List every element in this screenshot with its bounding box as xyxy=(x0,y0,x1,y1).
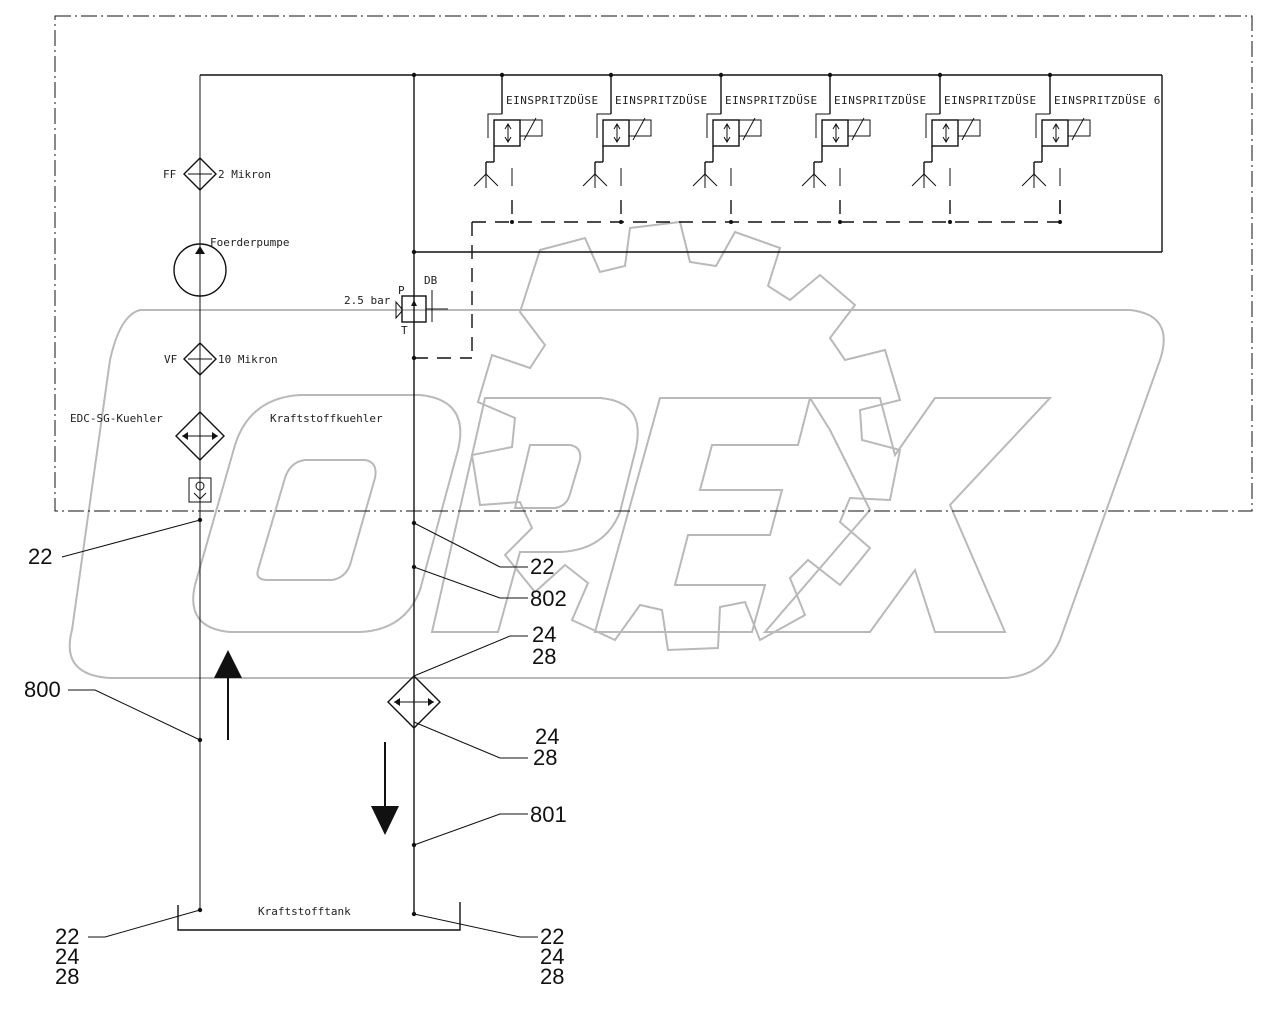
watermark-band xyxy=(68,309,1165,679)
injector-label-4: EINSPRITZDÜSE xyxy=(834,94,927,107)
injector-label-3: EINSPRITZDÜSE xyxy=(725,94,818,107)
callout-801: 801 xyxy=(530,802,567,827)
injector-5: EINSPRITZDÜSE xyxy=(911,72,1037,224)
pressure-label: 2.5 bar xyxy=(344,294,391,307)
callout-28-bottom: 28 xyxy=(533,745,557,770)
pressure-relief-valve xyxy=(395,290,448,323)
ff-rating-label: 2 Mikron xyxy=(218,168,271,181)
callout-tank-right-24: 24 xyxy=(540,944,564,969)
leader-lines xyxy=(61,519,538,938)
injector-2: EINSPRITZDÜSE xyxy=(582,72,708,224)
flow-arrow-up xyxy=(214,650,242,740)
tank-label: Kraftstofftank xyxy=(258,905,351,918)
watermark-letter-e xyxy=(593,397,812,633)
pump-label: Foerderpumpe xyxy=(210,236,289,249)
fine-filter-ff xyxy=(183,157,217,191)
callout-tank-right-22: 22 xyxy=(540,924,564,949)
callout-24-bottom: 24 xyxy=(535,724,559,749)
callout-tank-left-24: 24 xyxy=(55,944,79,969)
callout-800: 800 xyxy=(24,677,61,702)
fuel-cooler-label: Kraftstoffkuehler xyxy=(270,412,383,425)
callout-802: 802 xyxy=(530,586,567,611)
callout-28-top: 28 xyxy=(532,644,556,669)
watermark-letter-p xyxy=(430,397,639,633)
port-t-label: T xyxy=(401,324,408,337)
vf-rating-label: 10 Mikron xyxy=(218,353,278,366)
ecu-cooler-label: EDC-SG-Kuehler xyxy=(70,412,163,425)
ff-label: FF xyxy=(163,168,176,181)
check-valve xyxy=(188,477,212,503)
engine-boundary xyxy=(54,15,1253,512)
injector-6: EINSPRITZDÜSE 6 xyxy=(1021,72,1161,224)
junction-dots xyxy=(197,72,417,917)
callout-tank-left-22: 22 xyxy=(55,924,79,949)
injector-label-1: EINSPRITZDÜSE xyxy=(506,94,599,107)
callout-tank-left-28: 28 xyxy=(55,964,79,989)
callout-22-right: 22 xyxy=(530,554,554,579)
injector-3: EINSPRITZDÜSE xyxy=(692,72,818,224)
pre-filter-vf xyxy=(183,342,217,376)
injector-label-5: EINSPRITZDÜSE xyxy=(944,94,1037,107)
fuel-tank xyxy=(177,902,461,931)
watermark-letter-o xyxy=(192,394,462,633)
callout-22-left: 22 xyxy=(28,544,52,569)
injector-group: EINSPRITZDÜSE EINSPRITZDÜSE EINSPRITZDÜSE E… xyxy=(473,72,1161,224)
ecu-cooler-exchanger xyxy=(175,411,225,461)
watermark-letter-x xyxy=(762,397,1053,633)
watermark-logo xyxy=(68,220,1165,679)
fuel-cooler-exchanger xyxy=(387,675,441,729)
leakage-return-line xyxy=(414,200,1061,359)
injector-label-6: EINSPRITZDÜSE 6 xyxy=(1054,94,1161,107)
callout-24-top: 24 xyxy=(532,622,556,647)
injector-label-2: EINSPRITZDÜSE xyxy=(615,94,708,107)
injector-1: EINSPRITZDÜSE xyxy=(473,72,599,224)
vf-label: VF xyxy=(164,353,177,366)
db-label: DB xyxy=(424,274,438,287)
callout-tank-right-28: 28 xyxy=(540,964,564,989)
feed-pump xyxy=(173,243,227,297)
port-p-label: P xyxy=(398,284,405,297)
injector-4: EINSPRITZDÜSE xyxy=(801,72,927,224)
flow-arrow-down xyxy=(371,742,399,835)
watermark-gear xyxy=(470,220,902,652)
